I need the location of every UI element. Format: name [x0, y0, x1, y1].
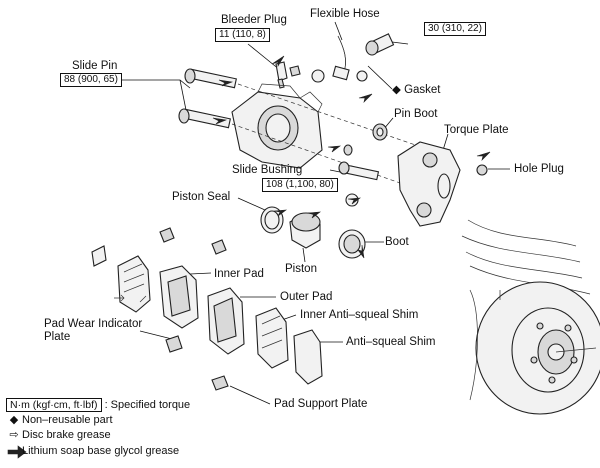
- legend-disc-grease-text: Disc brake grease: [22, 429, 111, 441]
- grease-arrows: [114, 55, 491, 303]
- legend-disc-grease: ⇨Disc brake grease: [6, 429, 111, 442]
- hole-plug: [476, 164, 488, 176]
- legend-non-reusable-text: Non–reusable part: [22, 414, 113, 426]
- label-inner-pad: Inner Pad: [214, 268, 264, 280]
- legend-torque: N·m (kgf·cm, ft·lbf) : Specified torque: [6, 398, 190, 412]
- torque-bleeder-plug: 11 (110, 8): [215, 28, 270, 42]
- piston-assembly: [260, 206, 366, 259]
- label-outer-pad: Outer Pad: [280, 291, 333, 303]
- outer-pad: [207, 287, 245, 355]
- inner-pad-shim: [117, 255, 151, 313]
- pad-clips: [159, 227, 229, 391]
- label-hole-plug: Hole Plug: [514, 163, 564, 175]
- legend-non-reusable-marker: ◆: [9, 414, 19, 426]
- label-torque-plate: Torque Plate: [444, 124, 509, 136]
- inner-pad: [159, 265, 199, 329]
- pin-boot: [372, 123, 388, 141]
- flexible-hose: [311, 35, 368, 83]
- label-piston: Piston: [285, 263, 317, 275]
- legend-non-reusable: ◆Non–reusable part: [6, 414, 113, 427]
- legend-lithium-grease: ➜Lithium soap base glycol grease: [6, 445, 179, 458]
- pad-wear-indicator: [91, 245, 107, 267]
- label-inner-anti-squeal-shim: Inner Anti–squeal Shim: [300, 309, 419, 321]
- caliper-body: [231, 83, 431, 191]
- bleeder-plug: [275, 61, 301, 89]
- label-pad-wear-indicator-plate-1: Pad Wear Indicator: [44, 318, 143, 330]
- slide-pins: [178, 68, 237, 129]
- union-bolt: [365, 33, 395, 56]
- torque-plate: [397, 141, 461, 227]
- non-reusable-marker: ◆: [392, 84, 401, 96]
- leader-lines: [108, 21, 510, 405]
- torque-flexible-hose: 30 (310, 22): [424, 22, 486, 36]
- anti-squeal-shim: [293, 329, 323, 385]
- label-bleeder-plug: Bleeder Plug: [221, 14, 287, 26]
- legend-disc-grease-arrow-icon: ⇨: [9, 429, 19, 441]
- torque-slide-pin: 88 (900, 65): [60, 73, 122, 87]
- label-anti-squeal-shim: Anti–squeal Shim: [346, 336, 436, 348]
- label-flexible-hose: Flexible Hose: [310, 8, 380, 20]
- legend-torque-text: : Specified torque: [104, 399, 191, 411]
- label-pad-wear-indicator-plate-2: Plate: [44, 331, 71, 343]
- label-pad-support-plate: Pad Support Plate: [274, 398, 368, 410]
- label-slide-pin: Slide Pin: [72, 60, 118, 72]
- torque-slide-bushing: 108 (1,100, 80): [262, 178, 338, 192]
- label-piston-seal: Piston Seal: [172, 191, 231, 203]
- label-slide-bushing: Slide Bushing: [232, 164, 303, 176]
- legend-torque-unit: N·m (kgf·cm, ft·lbf): [6, 398, 102, 412]
- label-boot: Boot: [385, 236, 409, 248]
- inner-anti-squeal-shim: [255, 307, 289, 369]
- label-gasket-text: Gasket: [404, 84, 441, 96]
- label-gasket: ◆ Gasket: [392, 84, 441, 97]
- legend-lithium-grease-text: Lithium soap base glycol grease: [22, 445, 180, 457]
- slide-bushing: [338, 144, 380, 207]
- wheel-hub-and-suspension: [461, 219, 600, 415]
- legend-lithium-grease-arrow: [7, 445, 27, 459]
- label-pin-boot: Pin Boot: [394, 108, 438, 120]
